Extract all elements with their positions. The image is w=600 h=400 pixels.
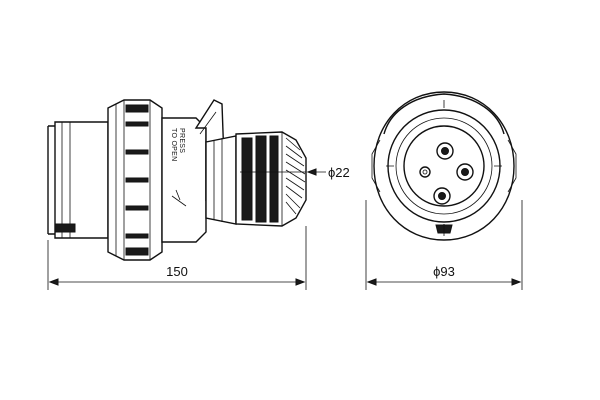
cable-diameter-leader [306,168,326,176]
press-to-open-label-line-1: PRESS [178,128,185,153]
face-diameter-dimension-line [365,200,523,290]
length-dimension-line [47,226,307,290]
cable-diameter-label: ϕ22 [328,165,350,180]
press-to-open-label-line-2: TO OPEN [170,128,177,161]
side-view-plug [47,99,307,261]
length-label: 150 [166,264,188,279]
front-view-plug-face [371,91,517,241]
face-diameter-label: ϕ93 [433,264,455,279]
